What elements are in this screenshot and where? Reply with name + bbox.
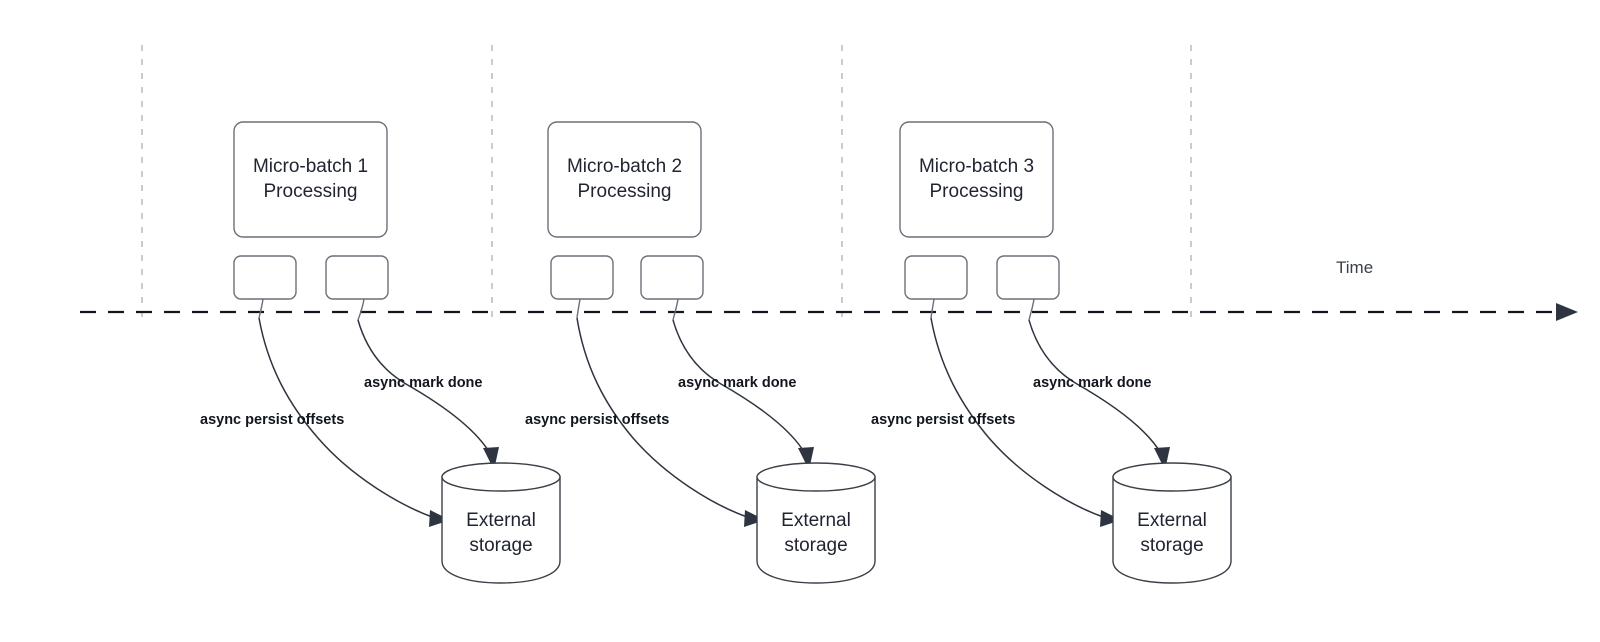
group-1-external-storage[interactable]: External storage — [441, 462, 561, 584]
group-3-task-box-persist[interactable] — [904, 255, 968, 300]
group-2-cylinder-top — [756, 462, 876, 492]
group-3-persist-offsets-arrowhead — [1100, 510, 1121, 527]
group-1-mark-done-edge — [357, 319, 492, 456]
group-3-storage-label-line1: External — [1137, 510, 1207, 531]
group-2-persist-offsets-arrowhead — [744, 510, 765, 527]
group-1-cylinder-body — [441, 476, 561, 584]
group-1-task-box-mark[interactable] — [325, 255, 389, 300]
group-2-mark-done-edge — [672, 319, 807, 456]
group-1-mark-done-label: async mark done — [364, 375, 482, 391]
group-3-persist-offsets-label: async persist offsets — [871, 412, 1015, 428]
group-1-storage-label-line1: External — [466, 510, 536, 531]
group-1-persist-offsets-edge — [258, 317, 436, 519]
micro-batch-1-processing-box[interactable] — [233, 121, 388, 238]
group-2-cylinder-body — [756, 476, 876, 584]
group-3-persist-offsets-edge — [930, 317, 1107, 519]
group-1-persist-offsets-arrowhead — [429, 510, 450, 527]
micro-batch-3-label-line2: Processing — [930, 181, 1024, 202]
group-1-persist-stem — [258, 298, 264, 319]
micro-batch-3-processing-box[interactable] — [899, 121, 1054, 238]
group-1-storage-label-line2: storage — [469, 535, 532, 556]
group-1: Micro-batch 1 Processing async persist o… — [200, 121, 561, 584]
micro-batch-2-processing-box[interactable] — [547, 121, 702, 238]
group-3: Micro-batch 3 Processing async persist o… — [871, 121, 1232, 584]
group-1-task-box-persist[interactable] — [233, 255, 297, 300]
group-2: Micro-batch 2 Processing async persist o… — [525, 121, 876, 584]
group-3-mark-stem — [1028, 298, 1035, 321]
group-2-storage-label-line1: External — [781, 510, 851, 531]
group-3-task-box-mark[interactable] — [996, 255, 1060, 300]
time-axis-arrowhead — [1556, 303, 1578, 321]
micro-batch-boundaries — [141, 45, 1192, 318]
group-3-storage-label-line2: storage — [1140, 535, 1203, 556]
group-3-cylinder-top — [1112, 462, 1232, 492]
time-axis-label: Time — [1336, 258, 1373, 277]
group-2-mark-done-label: async mark done — [678, 375, 796, 391]
group-2-persist-offsets-edge — [576, 317, 751, 519]
group-3-mark-done-label: async mark done — [1033, 375, 1151, 391]
group-2-storage-label-line2: storage — [784, 535, 847, 556]
group-2-mark-stem — [672, 298, 679, 321]
micro-batch-1-label-line1: Micro-batch 1 — [253, 156, 368, 177]
group-3-mark-done-edge — [1028, 319, 1163, 456]
group-1-cylinder-top — [441, 462, 561, 492]
micro-batch-2-label-line2: Processing — [578, 181, 672, 202]
micro-batch-3-label-line1: Micro-batch 3 — [919, 156, 1034, 177]
group-1-mark-stem — [357, 298, 365, 321]
group-2-persist-offsets-label: async persist offsets — [525, 412, 669, 428]
group-2-task-box-mark[interactable] — [640, 255, 704, 300]
group-2-external-storage[interactable]: External storage — [756, 462, 876, 584]
micro-batch-2-label-line1: Micro-batch 2 — [567, 156, 682, 177]
group-3-cylinder-body — [1112, 476, 1232, 584]
group-2-persist-stem — [576, 298, 581, 319]
time-axis — [80, 303, 1578, 321]
group-1-persist-offsets-label: async persist offsets — [200, 412, 344, 428]
group-3-persist-stem — [930, 298, 935, 319]
group-2-task-box-persist[interactable] — [550, 255, 614, 300]
micro-batch-1-label-line2: Processing — [264, 181, 358, 202]
group-3-external-storage[interactable]: External storage — [1112, 462, 1232, 584]
